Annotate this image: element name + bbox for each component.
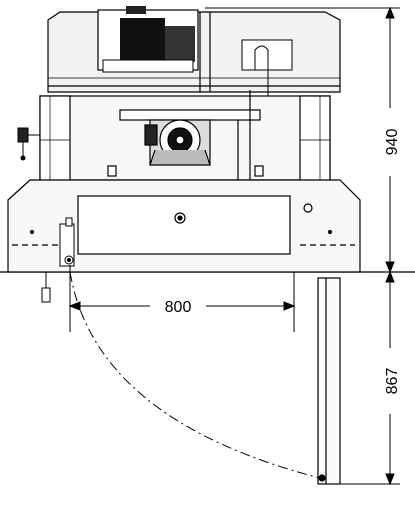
dimension-height-lower-label: 867 <box>384 368 401 395</box>
door-latch <box>59 217 75 267</box>
control-box <box>241 39 293 100</box>
hanging-cable <box>41 272 51 303</box>
dimension-height-upper-label: 940 <box>384 129 401 156</box>
base-frame <box>7 179 361 273</box>
dimension-width-label: 800 <box>165 299 192 316</box>
motor-block <box>97 6 199 73</box>
pump-assembly <box>107 90 264 180</box>
door-swing-arc <box>69 271 321 479</box>
open-door <box>317 277 341 485</box>
side-handle <box>17 127 40 161</box>
dimension-width <box>68 265 296 332</box>
dimension-vertical <box>205 6 400 486</box>
